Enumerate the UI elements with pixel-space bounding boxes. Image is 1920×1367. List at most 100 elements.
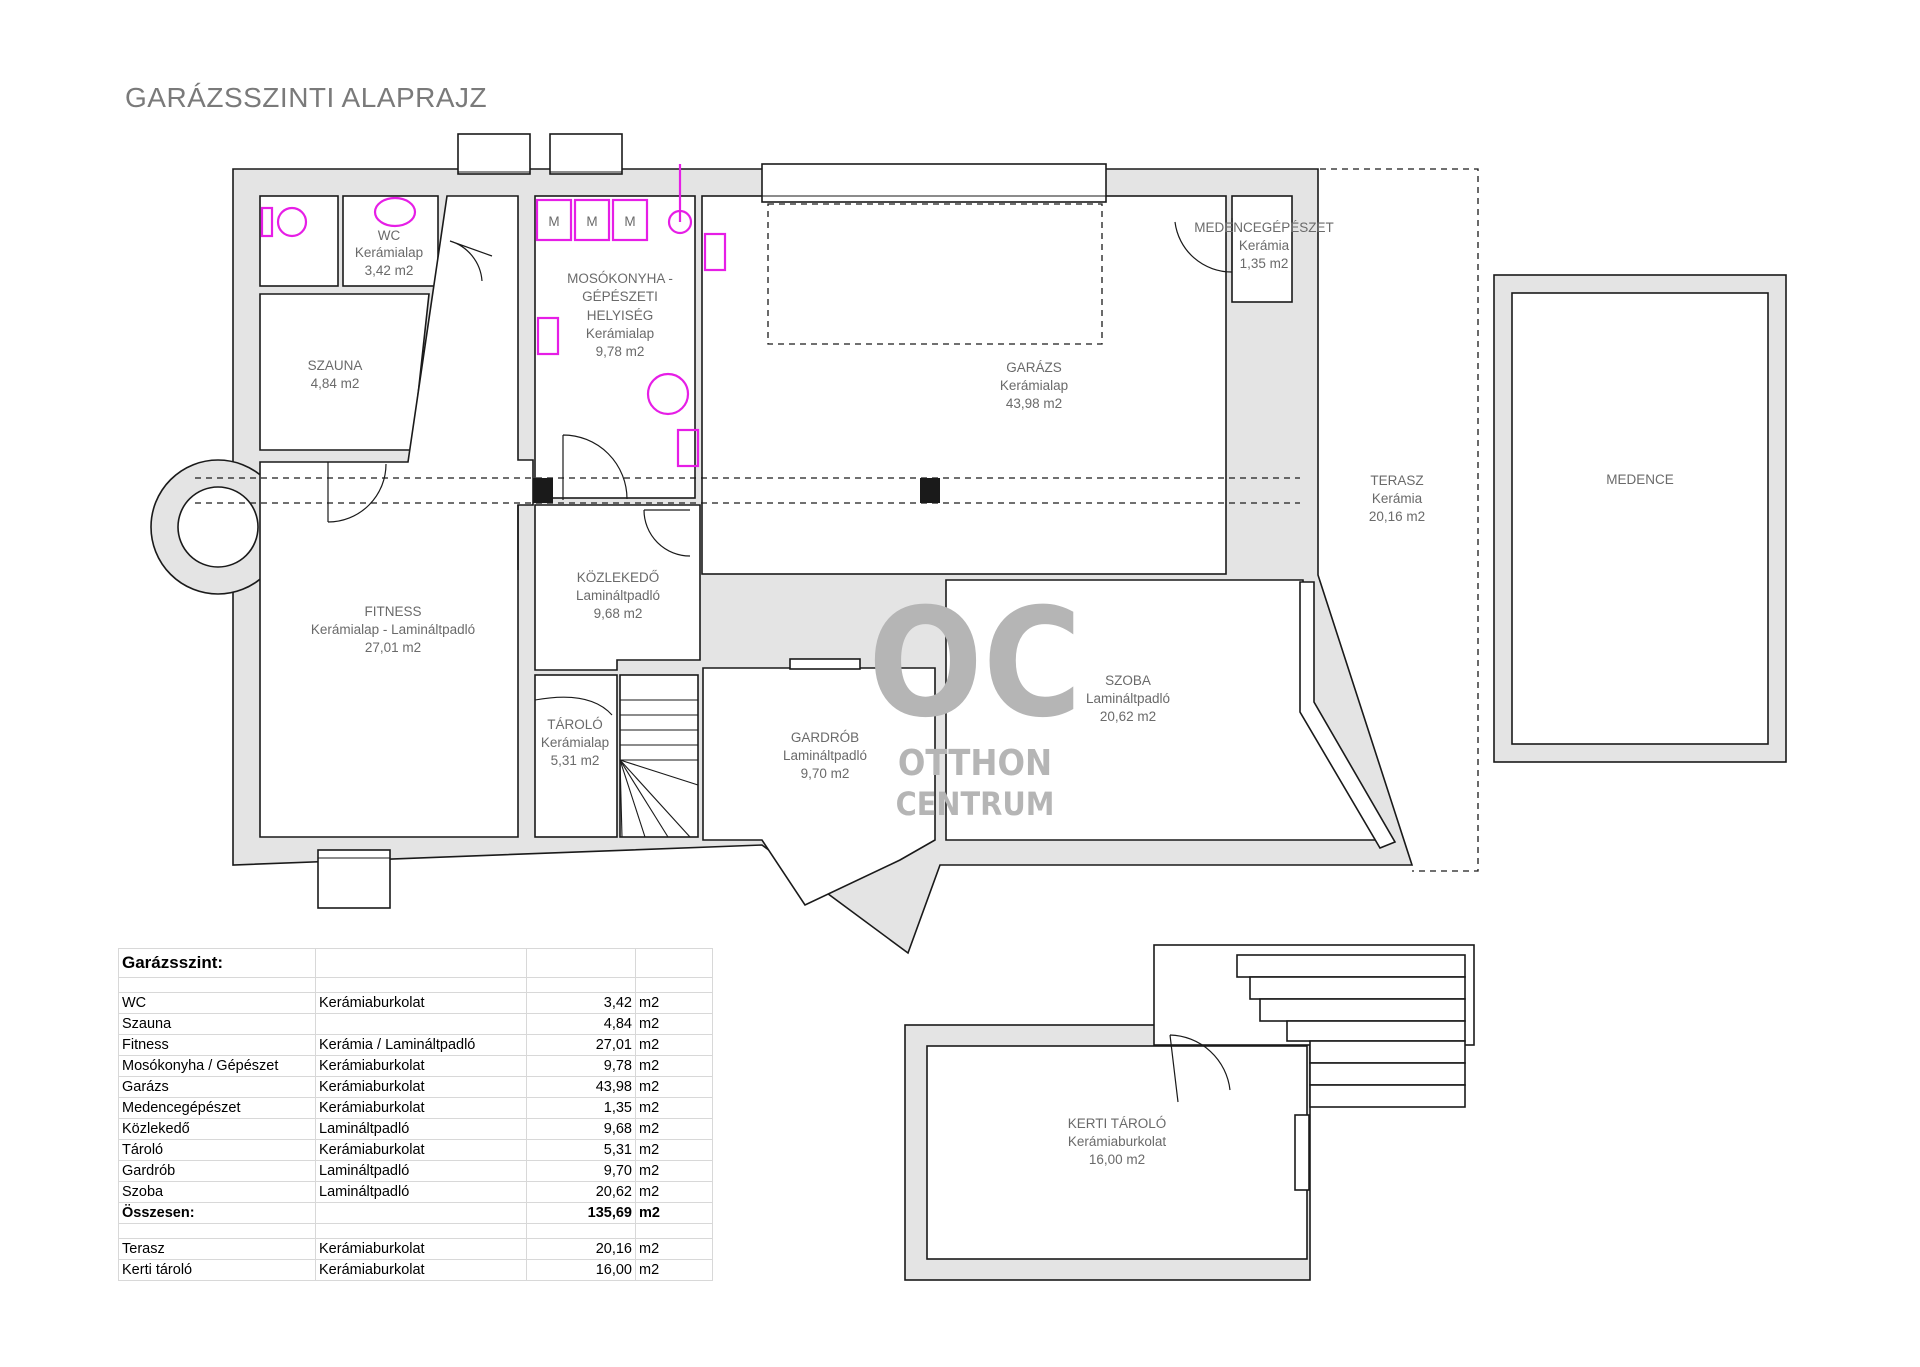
stairs <box>619 674 699 838</box>
table-cell: 1,35 <box>526 1097 636 1119</box>
windows <box>317 133 1397 909</box>
garage-label-0: GARÁZS <box>1006 360 1062 375</box>
appliance-label: M <box>548 214 559 229</box>
table-title: Garázsszint: <box>118 948 316 978</box>
garden-storage-label-1: Kerámiaburkolat <box>1068 1134 1167 1149</box>
table-cell: 9,70 <box>526 1160 636 1182</box>
laundry-room <box>534 195 696 499</box>
table-cell: Összesen: <box>118 1202 316 1224</box>
washing-machine-3 <box>611 198 649 242</box>
garage-label-1: Kerámialap <box>1000 378 1068 393</box>
table-cell: m2 <box>635 1160 713 1182</box>
wc-label-0: WC <box>378 228 401 243</box>
laundry-label-4: 9,78 m2 <box>596 344 645 359</box>
watermark-line1: OTTHON <box>898 743 1052 784</box>
laundry-sink-icon <box>536 316 560 356</box>
storage-label-0: TÁROLÓ <box>547 717 603 732</box>
table-cell: Kerámia / Lamináltpadló <box>315 1034 527 1056</box>
gardrob-label-1: Lamináltpadló <box>783 748 867 763</box>
table-cell: Terasz <box>118 1238 316 1260</box>
garden-storage-label-0: KERTI TÁROLÓ <box>1068 1116 1167 1131</box>
szauna-label-1: 4,84 m2 <box>311 376 360 391</box>
table-cell: WC <box>118 992 316 1014</box>
garden-storage-label-2: 16,00 m2 <box>1089 1152 1145 1167</box>
szoba-label-0: SZOBA <box>1105 673 1151 688</box>
table-cell: Mosókonyha / Gépészet <box>118 1055 316 1077</box>
table-cell: Szauna <box>118 1013 316 1035</box>
wardrobe-room <box>702 667 936 907</box>
garage-door-outline <box>767 203 1103 345</box>
table-cell: Garázs <box>118 1076 316 1098</box>
washing-machine-2 <box>573 198 611 242</box>
table-cell: 4,84 <box>526 1013 636 1035</box>
appliance-label: M <box>624 214 635 229</box>
laundry-label-2: HELYISÉG <box>587 308 654 323</box>
table-cell: Lamináltpadló <box>315 1118 527 1140</box>
laundry-label-0: MOSÓKONYHA - <box>567 271 673 286</box>
fitness-label-2: 27,01 m2 <box>365 640 421 655</box>
table-cell: 27,01 <box>526 1034 636 1056</box>
wc-label-2: 3,42 m2 <box>365 263 414 278</box>
table-cell: m2 <box>635 1259 713 1281</box>
terrace-label-0: TERASZ <box>1370 473 1423 488</box>
pool <box>1511 292 1769 745</box>
table-cell: m2 <box>635 1034 713 1056</box>
table-cell: m2 <box>635 1013 713 1035</box>
fitness-label-1: Kerámialap - Lamináltpadló <box>311 622 475 637</box>
pool-machinery-label-0: MEDENCEGÉPÉSZET <box>1194 220 1334 235</box>
tank-icon <box>646 372 690 416</box>
table-cell: Kerti tároló <box>118 1259 316 1281</box>
corridor-label-0: KÖZLEKEDŐ <box>577 570 660 585</box>
pool-machinery-room <box>1231 195 1293 303</box>
garage-sink-icon <box>703 232 727 272</box>
table-cell: Kerámiaburkolat <box>315 992 527 1014</box>
table-cell: Közlekedő <box>118 1118 316 1140</box>
watermark: OC OTTHON CENTRUM <box>868 577 1082 823</box>
watermark-logo: OC <box>868 577 1082 751</box>
fitness-label-0: FITNESS <box>364 604 421 619</box>
table-cell: Lamináltpadló <box>315 1160 527 1182</box>
szoba-label-2: 20,62 m2 <box>1100 709 1156 724</box>
storage-room <box>534 674 618 838</box>
terrace-label-1: Kerámia <box>1372 491 1423 506</box>
table-cell: m2 <box>635 1139 713 1161</box>
stair-treads <box>534 696 699 838</box>
table-cell <box>315 1202 527 1224</box>
washbasin-icon <box>373 196 417 228</box>
corridor <box>534 504 701 671</box>
table-cell: Kerámiaburkolat <box>315 1139 527 1161</box>
page-title: GARÁZSSZINTI ALAPRAJZ <box>125 82 488 113</box>
table-title-row: Garázsszint: <box>118 948 713 978</box>
toilet-icon <box>276 206 308 238</box>
table-cell: Fitness <box>118 1034 316 1056</box>
doors <box>327 218 1233 570</box>
table-cell: m2 <box>635 1055 713 1077</box>
room-labels: WC Kerámialap 3,42 m2 SZAUNA 4,84 m2 MOS… <box>308 220 1674 1167</box>
watermark-line2: CENTRUM <box>896 785 1055 823</box>
pool-label: MEDENCE <box>1606 472 1674 487</box>
table-cell: Szoba <box>118 1181 316 1203</box>
wc-label-1: Kerámialap <box>355 245 423 260</box>
table-cell: m2 <box>635 1238 713 1260</box>
storage-label-1: Kerámialap <box>541 735 609 750</box>
terrace-label-2: 20,16 m2 <box>1369 509 1425 524</box>
wall-sink-icon <box>676 428 700 468</box>
table-cell: 16,00 <box>526 1259 636 1281</box>
table-cell: m2 <box>635 1202 713 1224</box>
table-cell: Kerámiaburkolat <box>315 1097 527 1119</box>
table-cell: m2 <box>635 1118 713 1140</box>
table-cell: Kerámiaburkolat <box>315 1055 527 1077</box>
garage-label-2: 43,98 m2 <box>1006 396 1062 411</box>
appliance-label: M <box>586 214 597 229</box>
washing-machine-1 <box>535 198 573 242</box>
plumbing-fixtures <box>260 164 727 468</box>
table-cell: 5,31 <box>526 1139 636 1161</box>
table-cell: Medencegépészet <box>118 1097 316 1119</box>
